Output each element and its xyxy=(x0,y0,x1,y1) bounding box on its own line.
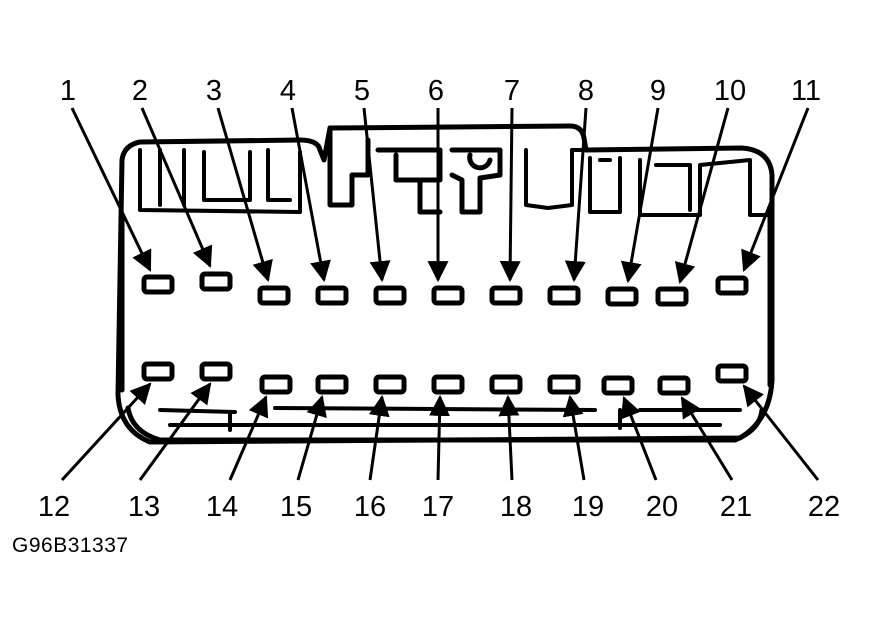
leader-arrow-21 xyxy=(680,396,734,481)
pin-socket-4 xyxy=(315,285,349,306)
pin-socket-2 xyxy=(199,271,233,292)
pin-label-5: 5 xyxy=(354,75,370,107)
leader-arrow-1 xyxy=(70,107,152,272)
pin-socket-1 xyxy=(141,274,175,295)
pin-socket-14 xyxy=(259,374,293,395)
pin-socket-21 xyxy=(657,375,691,396)
pin-socket-16 xyxy=(373,374,407,395)
pin-label-10: 10 xyxy=(714,75,746,107)
pin-label-14: 14 xyxy=(206,491,238,523)
pin-socket-11 xyxy=(715,275,749,296)
pin-socket-7 xyxy=(489,285,523,306)
pin-label-2: 2 xyxy=(132,75,148,107)
pin-label-15: 15 xyxy=(280,491,312,523)
leader-arrow-4 xyxy=(290,107,331,283)
pin-label-21: 21 xyxy=(720,491,752,523)
leader-arrow-14 xyxy=(228,395,269,481)
leader-arrow-18 xyxy=(498,394,520,481)
center-key xyxy=(327,125,443,215)
pin-label-20: 20 xyxy=(646,491,678,523)
pin-socket-10 xyxy=(655,286,689,307)
leader-arrow-8 xyxy=(564,107,588,283)
pin-socket-5 xyxy=(373,285,407,306)
bottom-row-labels: 12 13 14 15 16 17 18 19 20 21 22 xyxy=(38,491,840,523)
pin-socket-19 xyxy=(547,374,581,395)
pin-socket-17 xyxy=(431,374,465,395)
leader-arrow-19 xyxy=(562,394,586,481)
pin-socket-6 xyxy=(431,285,465,306)
top-rib xyxy=(524,148,772,217)
pin-socket-9 xyxy=(605,286,639,307)
figure-id: G96B31337 xyxy=(12,534,129,557)
pin-label-11: 11 xyxy=(791,75,821,107)
pin-socket-3 xyxy=(257,285,291,306)
pin-label-16: 16 xyxy=(354,491,386,523)
pin-label-18: 18 xyxy=(500,491,532,523)
leader-arrow-17 xyxy=(429,394,451,481)
leader-arrow-9 xyxy=(620,107,660,284)
top-row-sockets xyxy=(141,271,749,307)
pin-socket-12 xyxy=(141,361,175,382)
leader-arrow-16 xyxy=(368,394,390,481)
pin-socket-8 xyxy=(547,285,581,306)
pin-label-13: 13 xyxy=(128,491,160,523)
top-rib xyxy=(138,148,302,214)
leader-arrow-11 xyxy=(741,107,810,272)
pin-label-1: 1 xyxy=(60,75,76,107)
leader-arrow-12 xyxy=(60,382,152,482)
leader-arrows xyxy=(60,107,820,482)
pin-label-17: 17 xyxy=(422,491,454,523)
pin-label-19: 19 xyxy=(572,491,604,523)
pin-label-8: 8 xyxy=(578,75,594,107)
pin-label-12: 12 xyxy=(38,491,70,523)
leader-arrow-3 xyxy=(216,107,273,283)
leader-arrow-13 xyxy=(138,382,212,481)
bottom-rib xyxy=(125,405,765,443)
pin-label-6: 6 xyxy=(428,75,444,107)
pin-socket-20 xyxy=(601,375,635,396)
bottom-row-sockets xyxy=(141,361,749,396)
leader-arrow-15 xyxy=(296,394,327,481)
pin-socket-15 xyxy=(315,374,349,395)
pin-label-9: 9 xyxy=(650,75,666,107)
pin-socket-13 xyxy=(199,361,233,382)
bottom-rib xyxy=(158,406,742,432)
leader-arrow-22 xyxy=(742,384,820,481)
center-key xyxy=(449,147,503,215)
leader-arrow-7 xyxy=(499,107,521,283)
leader-arrow-20 xyxy=(621,396,658,481)
top-rib xyxy=(158,148,292,207)
leader-arrow-10 xyxy=(674,107,730,285)
leader-arrow-5 xyxy=(362,107,391,283)
pin-label-22: 22 xyxy=(808,491,840,523)
pin-socket-22 xyxy=(715,363,749,384)
pin-socket-18 xyxy=(489,374,523,395)
leader-arrow-2 xyxy=(140,107,213,268)
top-row-labels: 1 2 3 4 5 6 7 8 9 10 11 xyxy=(60,75,821,107)
pin-label-4: 4 xyxy=(280,75,296,107)
pin-label-7: 7 xyxy=(504,75,520,107)
pin-label-3: 3 xyxy=(206,75,222,107)
